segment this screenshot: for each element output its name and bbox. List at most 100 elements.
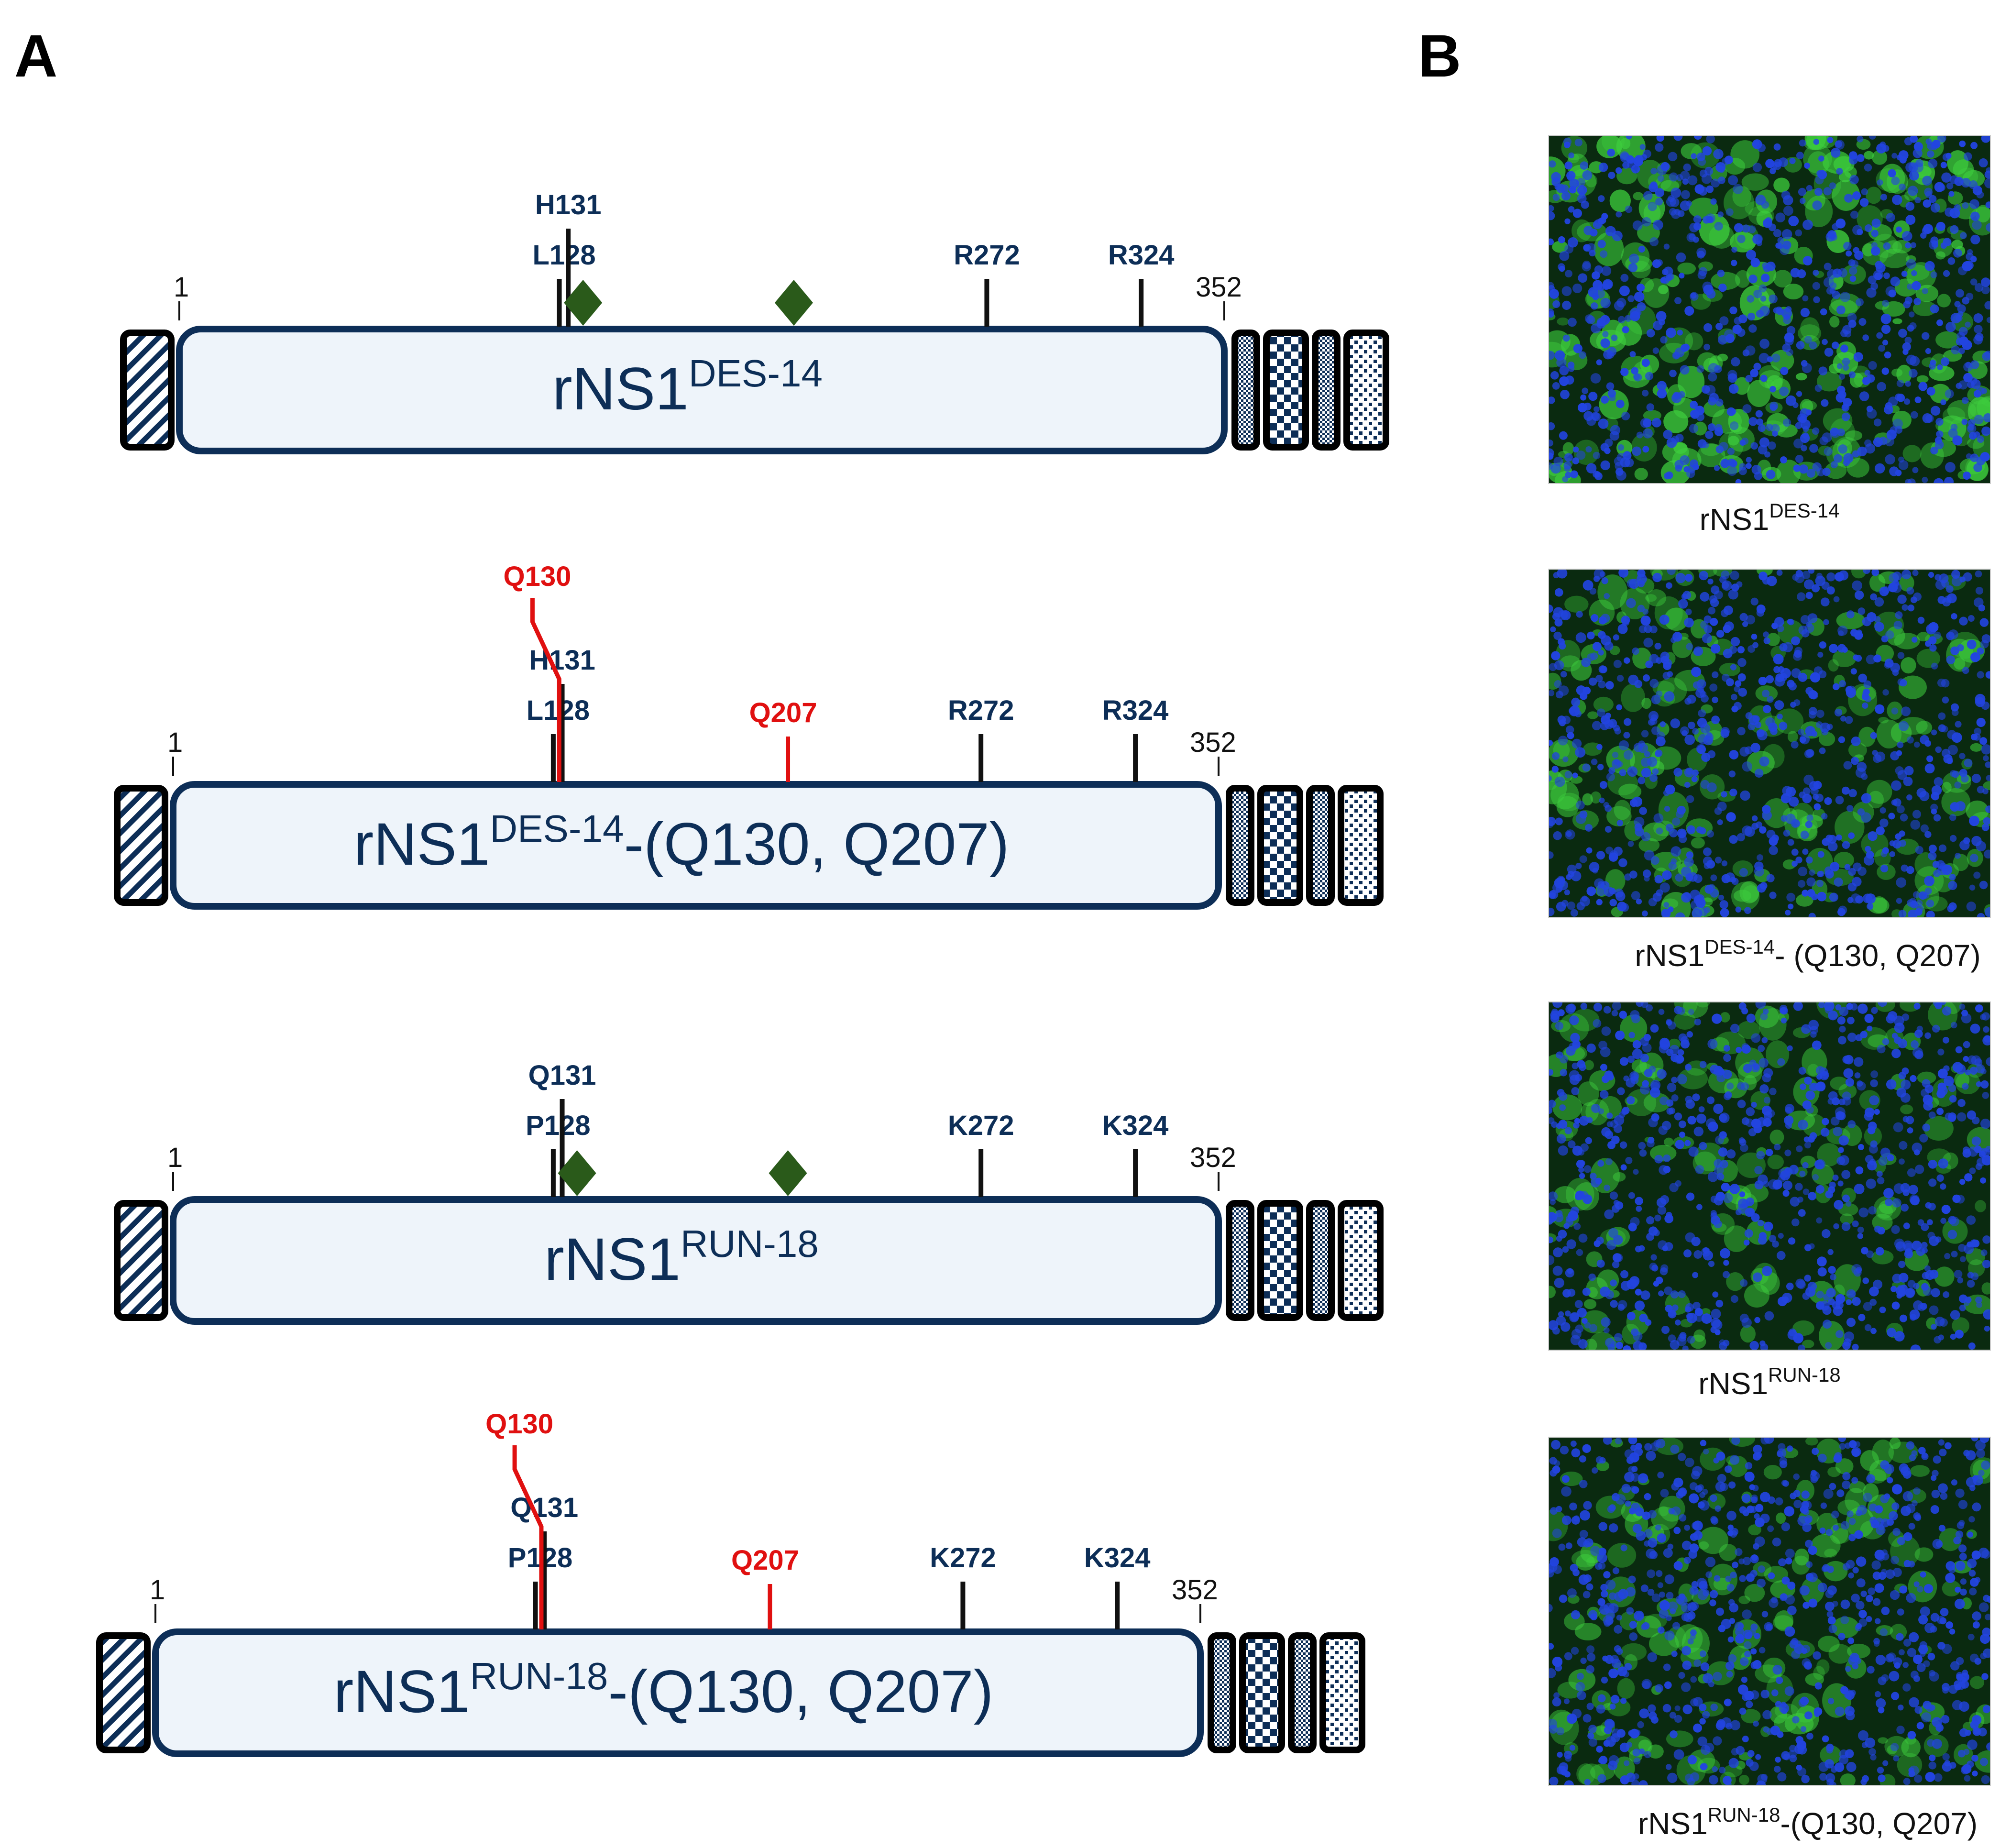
nucleus <box>1830 461 1838 469</box>
nucleus <box>1569 1502 1577 1511</box>
nucleus <box>1681 190 1690 199</box>
nucleus <box>1604 1718 1615 1729</box>
nucleus <box>1705 1557 1716 1567</box>
nucleus <box>1649 773 1658 782</box>
nucleus <box>1890 426 1898 434</box>
stained-cell <box>1947 150 1968 175</box>
nucleus <box>1554 776 1565 787</box>
nucleus <box>1604 825 1612 833</box>
nucleus <box>1685 1064 1692 1071</box>
nucleus <box>1615 399 1625 408</box>
nucleus <box>1986 1742 1990 1751</box>
nucleus <box>1774 700 1784 710</box>
nucleus <box>1558 1543 1566 1551</box>
nucleus <box>1619 769 1626 776</box>
nucleus <box>1976 1301 1982 1308</box>
nucleus <box>1791 848 1799 856</box>
nucleus <box>1726 1584 1735 1592</box>
nucleus <box>1964 759 1973 768</box>
nucleus <box>1647 1589 1655 1596</box>
nucleus <box>1880 194 1887 201</box>
nucleus <box>1938 1439 1945 1446</box>
nucleus <box>1972 1622 1979 1628</box>
nucleus <box>1972 220 1982 230</box>
nucleus <box>1673 1527 1681 1534</box>
caption-base: rNS1 <box>1638 1806 1708 1841</box>
nucleus <box>1728 1654 1737 1663</box>
nucleus <box>1870 593 1878 601</box>
nucleus <box>1619 1742 1629 1752</box>
nucleus <box>1578 403 1587 413</box>
nucleus <box>1963 1450 1970 1457</box>
nucleus <box>1714 1505 1722 1512</box>
nucleus <box>1567 174 1574 181</box>
nucleus <box>1729 1184 1740 1194</box>
nucleus <box>1982 1035 1990 1045</box>
nucleus <box>1673 768 1682 777</box>
nucleus <box>1696 744 1706 754</box>
nucleus <box>1899 1158 1905 1165</box>
micrograph-caption: rNS1RUN-18-(Q130, Q207) <box>1638 1804 1978 1841</box>
nucleus <box>1934 437 1942 444</box>
nucleus <box>1718 894 1725 901</box>
nucleus <box>1739 1575 1747 1582</box>
nucleus <box>1675 1180 1681 1187</box>
nucleus <box>1682 591 1692 600</box>
nucleus <box>1887 1518 1894 1526</box>
site-label: K272 <box>930 1542 996 1573</box>
nucleus <box>1601 635 1611 646</box>
nucleus <box>1780 245 1790 255</box>
nucleus <box>1592 721 1602 730</box>
nucleus <box>1620 1544 1627 1551</box>
nucleus <box>1802 1522 1812 1532</box>
nucleus <box>1575 814 1586 824</box>
nucleus <box>1675 1320 1681 1326</box>
nucleus <box>1806 877 1816 887</box>
nucleus <box>1700 1662 1710 1672</box>
nucleus <box>1549 440 1553 447</box>
nucleus <box>1907 325 1914 332</box>
nucleus <box>1873 1638 1880 1645</box>
nucleus <box>1799 139 1806 147</box>
nucleus <box>1607 1505 1615 1513</box>
nucleus <box>1802 1162 1809 1169</box>
nucleus <box>1600 1064 1607 1071</box>
nucleus <box>1960 1588 1967 1596</box>
nucleus <box>1728 1481 1736 1489</box>
nucleus <box>1614 1253 1623 1263</box>
nucleus <box>1549 396 1555 404</box>
stained-cell <box>1862 243 1874 257</box>
nucleus <box>1588 392 1598 401</box>
nucleus <box>1856 1623 1862 1629</box>
nucleus <box>1827 137 1834 143</box>
nucleus <box>1928 636 1937 645</box>
nucleus <box>1825 1529 1833 1536</box>
nucleus <box>1641 217 1651 227</box>
nucleus <box>1930 271 1937 278</box>
nucleus <box>1617 444 1625 451</box>
nucleus <box>1831 341 1839 349</box>
nucleus <box>1878 1706 1885 1714</box>
nucleus <box>1768 1572 1775 1580</box>
nucleus <box>1745 1208 1754 1217</box>
nucleus <box>1984 1325 1990 1332</box>
nucleus <box>1672 352 1681 360</box>
nucleus <box>1879 818 1889 828</box>
nucleus <box>1757 1774 1768 1784</box>
nucleus <box>1931 1489 1940 1498</box>
nucleus <box>1857 154 1865 162</box>
nucleus <box>1757 854 1764 861</box>
nucleus <box>1925 348 1931 354</box>
nucleus <box>1713 1103 1724 1114</box>
nucleus <box>1617 624 1628 634</box>
nucleus <box>1891 1301 1900 1310</box>
nucleus <box>1800 1726 1807 1732</box>
nucleus <box>1952 435 1963 446</box>
nucleus <box>1701 752 1711 762</box>
nucleus <box>1567 902 1576 910</box>
nucleus <box>1802 220 1813 230</box>
nucleus <box>1670 846 1681 857</box>
construct-name-superscript: RUN-18 <box>470 1655 608 1697</box>
nucleus <box>1754 472 1763 480</box>
nucleus <box>1554 1277 1564 1288</box>
